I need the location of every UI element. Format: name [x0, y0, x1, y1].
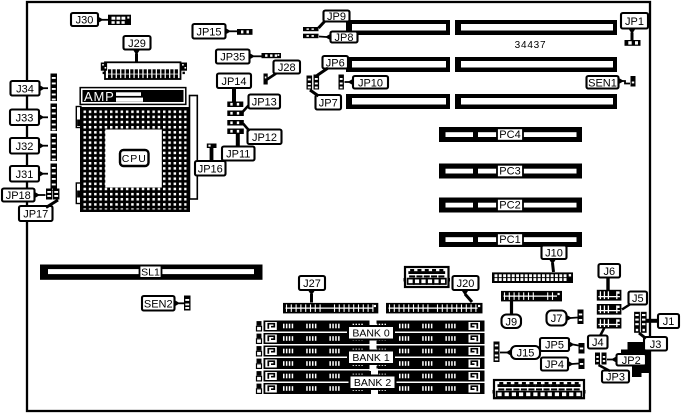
svg-text:J4: J4: [592, 337, 604, 349]
svg-text:CPU: CPU: [122, 153, 147, 165]
svg-text:J20: J20: [457, 278, 475, 290]
svg-text:JP6: JP6: [326, 57, 345, 69]
svg-text:JP35: JP35: [220, 52, 245, 64]
svg-text:JP3: JP3: [606, 372, 625, 384]
svg-text:J5: J5: [632, 293, 644, 305]
svg-text:J33: J33: [16, 112, 34, 124]
svg-text:PC1: PC1: [499, 234, 520, 246]
svg-text:JP13: JP13: [252, 97, 277, 109]
svg-text:PC2: PC2: [499, 200, 520, 212]
svg-text:JP16: JP16: [198, 163, 223, 175]
svg-text:JP5: JP5: [545, 340, 564, 352]
svg-text:JP9: JP9: [327, 11, 346, 23]
svg-text:J28: J28: [278, 62, 296, 74]
svg-text:JP12: JP12: [252, 132, 277, 144]
svg-text:JP15: JP15: [196, 26, 221, 38]
svg-text:J30: J30: [76, 15, 94, 27]
svg-text:SEN1: SEN1: [588, 77, 617, 89]
svg-text:J7: J7: [551, 313, 563, 325]
svg-text:JP14: JP14: [221, 76, 246, 88]
svg-text:J3: J3: [650, 339, 662, 351]
svg-text:SL1: SL1: [141, 266, 160, 278]
svg-text:JP11: JP11: [226, 149, 250, 161]
svg-text:J1: J1: [663, 316, 675, 328]
svg-text:JP18: JP18: [6, 190, 31, 202]
svg-text:JP17: JP17: [23, 209, 48, 221]
svg-text:J27: J27: [303, 278, 321, 290]
svg-text:BANK 2: BANK 2: [354, 377, 392, 389]
svg-text:J32: J32: [16, 141, 34, 153]
svg-text:JP1: JP1: [625, 16, 644, 28]
svg-text:JP4: JP4: [545, 359, 564, 371]
svg-text:SEN2: SEN2: [144, 298, 173, 310]
svg-text:JP8: JP8: [335, 32, 354, 44]
svg-text:J34: J34: [16, 83, 34, 95]
svg-text:BANK 0: BANK 0: [352, 328, 390, 340]
svg-text:JP2: JP2: [622, 355, 641, 367]
svg-text:J29: J29: [128, 38, 146, 50]
svg-text:J10: J10: [545, 247, 563, 259]
svg-text:34437: 34437: [515, 40, 547, 51]
svg-text:PC4: PC4: [499, 129, 520, 141]
svg-text:J9: J9: [505, 316, 517, 328]
svg-text:J6: J6: [603, 266, 615, 278]
svg-text:J31: J31: [16, 169, 34, 181]
svg-text:PC3: PC3: [499, 166, 520, 178]
svg-text:J15: J15: [517, 348, 535, 360]
svg-text:BANK 1: BANK 1: [352, 352, 390, 364]
svg-text:JP10: JP10: [358, 77, 383, 89]
svg-text:JP7: JP7: [319, 97, 338, 109]
svg-text:AMP: AMP: [84, 89, 115, 104]
